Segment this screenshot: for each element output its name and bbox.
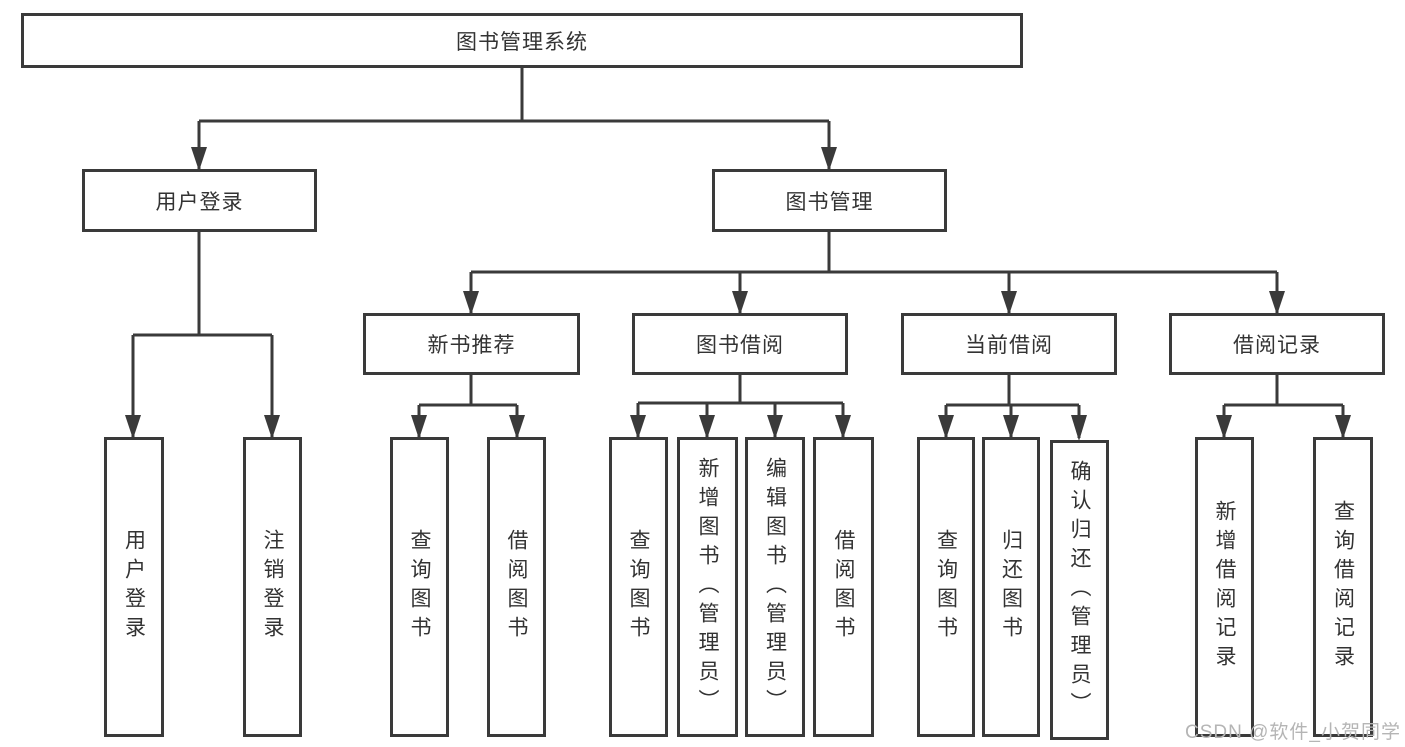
node-cb-query-books: 查询图书 xyxy=(917,437,975,737)
leaf-label: 借阅图书 xyxy=(832,529,855,645)
node-leaf-user-login: 用户登录 xyxy=(104,437,164,737)
node-bb-add-books-admin: 新增图书（管理员） xyxy=(677,437,738,737)
leaf-label: 注销登录 xyxy=(261,529,284,645)
node-book-borrowing: 图书借阅 xyxy=(632,313,848,375)
arrow-down-icons xyxy=(125,147,1351,441)
leaf-label: 新增图书（管理员） xyxy=(696,456,719,718)
node-br-add-record: 新增借阅记录 xyxy=(1195,437,1254,737)
node-bb-borrow-books: 借阅图书 xyxy=(813,437,874,737)
leaf-label: 借阅图书 xyxy=(505,529,528,645)
node-br-query-record: 查询借阅记录 xyxy=(1313,437,1373,737)
node-bb-edit-books-admin: 编辑图书（管理员） xyxy=(745,437,805,737)
node-cb-confirm-return-admin: 确认归还（管理员） xyxy=(1050,440,1109,740)
leaf-label: 查询借阅记录 xyxy=(1331,500,1355,674)
leaf-label: 用户登录 xyxy=(122,529,146,645)
leaf-label: 查询图书 xyxy=(934,529,958,645)
watermark: CSDN @软件_小贺同学 xyxy=(1185,722,1401,743)
node-cb-return-books: 归还图书 xyxy=(982,437,1040,737)
leaf-label: 查询图书 xyxy=(408,529,431,645)
node-new-book-recommend: 新书推荐 xyxy=(363,313,580,375)
node-leaf-logout: 注销登录 xyxy=(243,437,302,737)
node-book-management: 图书管理 xyxy=(712,169,947,232)
leaf-label: 新增借阅记录 xyxy=(1213,500,1236,674)
leaf-label: 查询图书 xyxy=(627,529,650,645)
node-rec-query-books: 查询图书 xyxy=(390,437,449,737)
node-bb-query-books: 查询图书 xyxy=(609,437,668,737)
leaf-label: 确认归还（管理员） xyxy=(1068,459,1091,721)
node-user-login: 用户登录 xyxy=(82,169,317,232)
leaf-label: 归还图书 xyxy=(999,529,1023,645)
leaf-label: 编辑图书（管理员） xyxy=(763,456,787,718)
node-root: 图书管理系统 xyxy=(21,13,1023,68)
node-borrow-records: 借阅记录 xyxy=(1169,313,1385,375)
node-current-borrowing: 当前借阅 xyxy=(901,313,1117,375)
node-rec-borrow-books: 借阅图书 xyxy=(487,437,546,737)
